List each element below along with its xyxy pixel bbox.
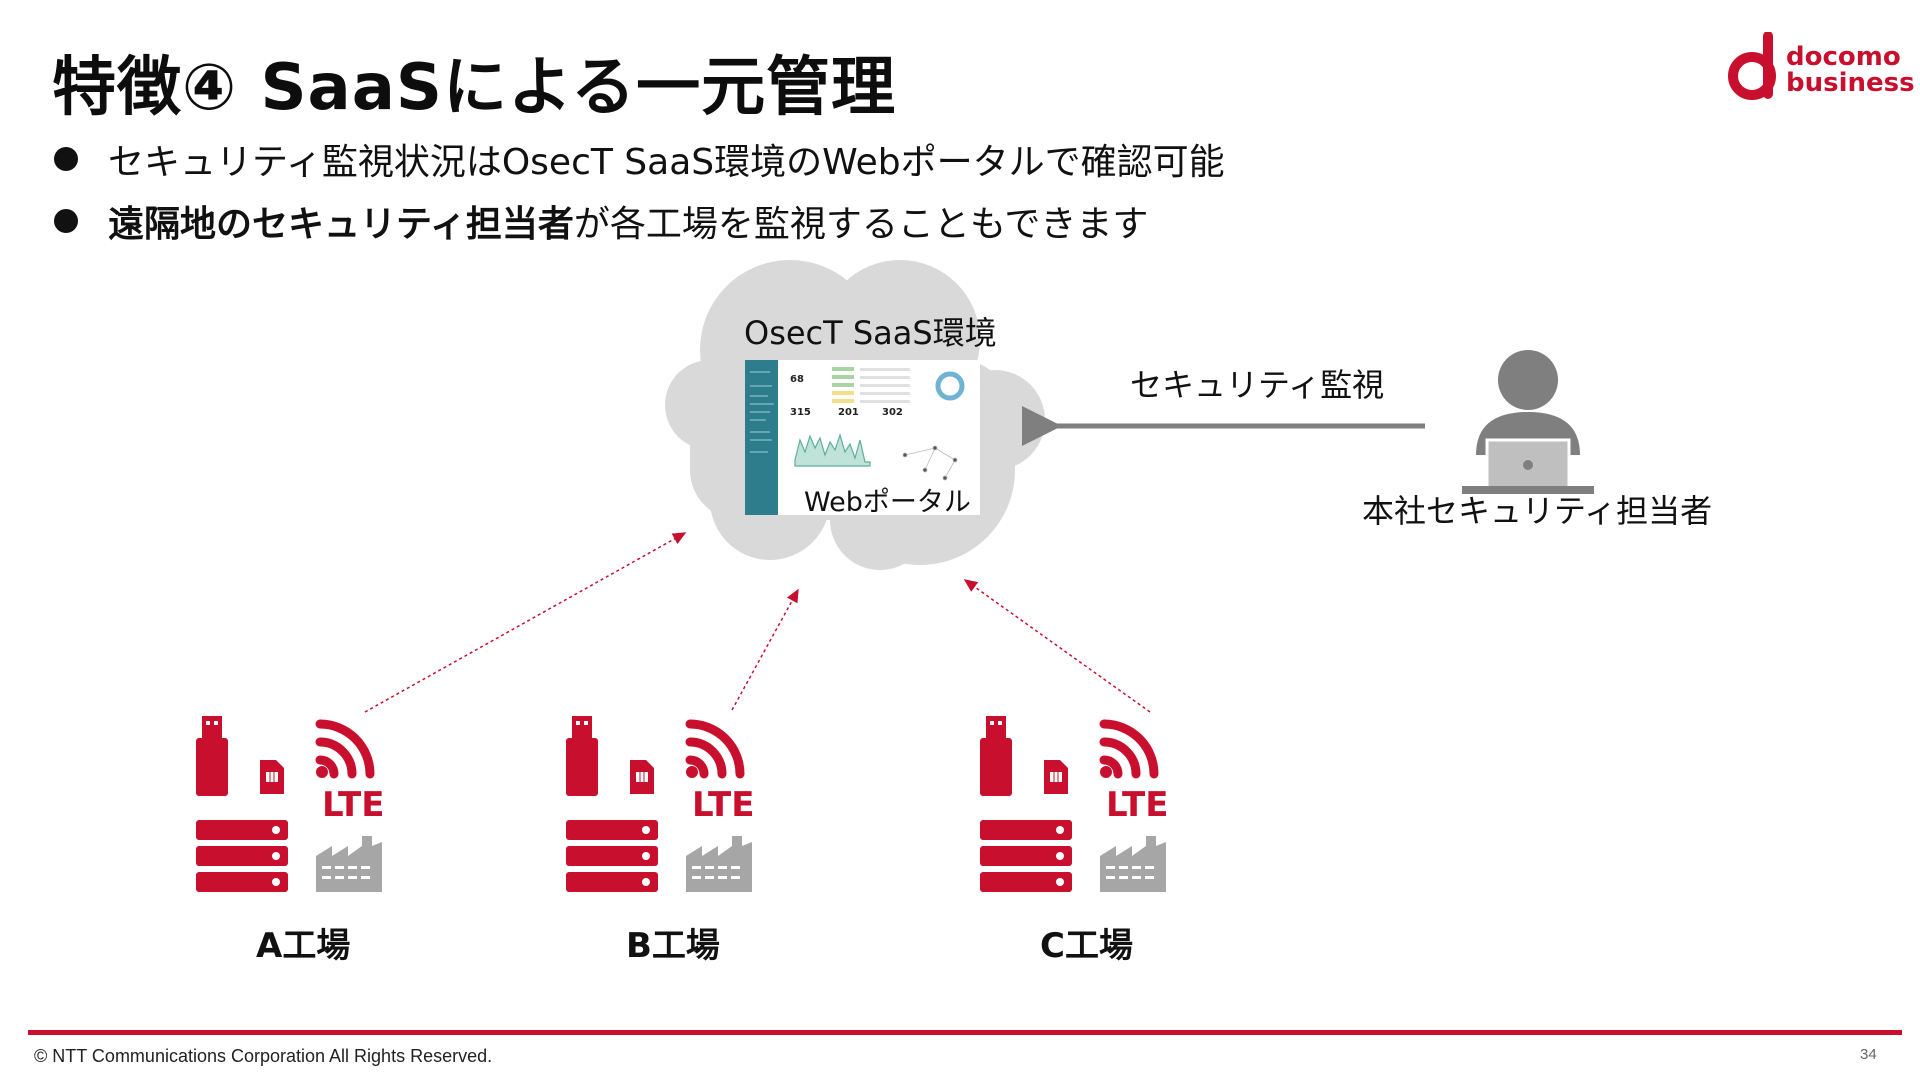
uplink-arrow-c [963,579,1151,713]
svg-text:315: 315 [790,407,811,418]
factory-icon [686,836,752,892]
portal-label: Webポータル [804,487,971,518]
footer-divider [28,1030,1902,1035]
factory-group-c: LTE [980,716,1168,892]
lte-label: LTE [692,785,754,825]
factory-label-a: A工場 [256,926,351,966]
server-rack-icon [196,820,288,892]
bullet-text: セキュリティ監視状況はOsecT SaaS環境のWebポータルで確認可能 [108,142,1225,183]
factory-label-b: B工場 [626,926,720,966]
uplink-arrow-b [731,588,799,711]
bullet-bold-text: 遠隔地のセキュリティ担当者 [108,204,574,245]
docomo-business-logo: docomo business [1728,32,1915,102]
copyright-notice: © NTT Communications Corporation All Rig… [34,1046,493,1066]
svg-text:201: 201 [838,407,859,418]
server-rack-icon [566,820,658,892]
bullet-dot [54,147,78,171]
bullet-dot [54,209,78,233]
lte-label: LTE [1106,785,1168,825]
sim-card-icon [1044,760,1068,794]
usb-stick-icon [196,716,228,796]
cloud-label: OsecT SaaS環境 [744,314,997,352]
server-rack-icon [980,820,1072,892]
slide-title: 特徴④ SaaSによる一元管理 [52,51,897,125]
wifi-signal-icon [315,719,375,779]
bullet-item: セキュリティ監視状況はOsecT SaaS環境のWebポータルで確認可能 [52,128,1225,190]
wifi-signal-icon [685,719,745,779]
sim-card-icon [260,760,284,794]
logo-line2: business [1786,68,1915,98]
portal-sidebar [745,360,778,515]
sim-card-icon [630,760,654,794]
uplink-arrow-a [364,532,687,713]
person-with-laptop-icon [1462,350,1594,494]
portal-metric: 302 [882,407,903,418]
docomo-d-icon [1728,32,1776,100]
person-label: 本社セキュリティ担当者 [1362,492,1713,530]
factory-icon [1100,836,1166,892]
logo-line1: docomo [1786,42,1901,72]
line-chart-icon [794,432,871,467]
usb-stick-icon [980,716,1012,796]
svg-text:68: 68 [790,374,804,385]
arrow-label: セキュリティ監視 [1130,366,1385,404]
usb-stick-icon [566,716,598,796]
portal-metric: 68 [790,374,804,385]
web-portal-screenshot: 68 315 201 302 [745,360,980,515]
wifi-signal-icon [1099,719,1159,779]
factory-label-c: C工場 [1040,926,1133,966]
lte-label: LTE [322,785,384,825]
bullet-text: が各工場を監視することもできます [573,204,1149,245]
portal-metric: 201 [838,407,859,418]
bullet-item: 遠隔地のセキュリティ担当者が各工場を監視することもできます [52,190,1225,252]
page-number: 34 [1860,1046,1877,1063]
factory-group-a: LTE [196,716,384,892]
factory-group-b: LTE [566,716,754,892]
factory-icon [316,836,382,892]
bullet-list: セキュリティ監視状況はOsecT SaaS環境のWebポータルで確認可能 遠隔地… [52,128,1225,252]
portal-metric: 315 [790,407,811,418]
svg-text:302: 302 [882,407,903,418]
donut-chart-icon [935,371,965,401]
